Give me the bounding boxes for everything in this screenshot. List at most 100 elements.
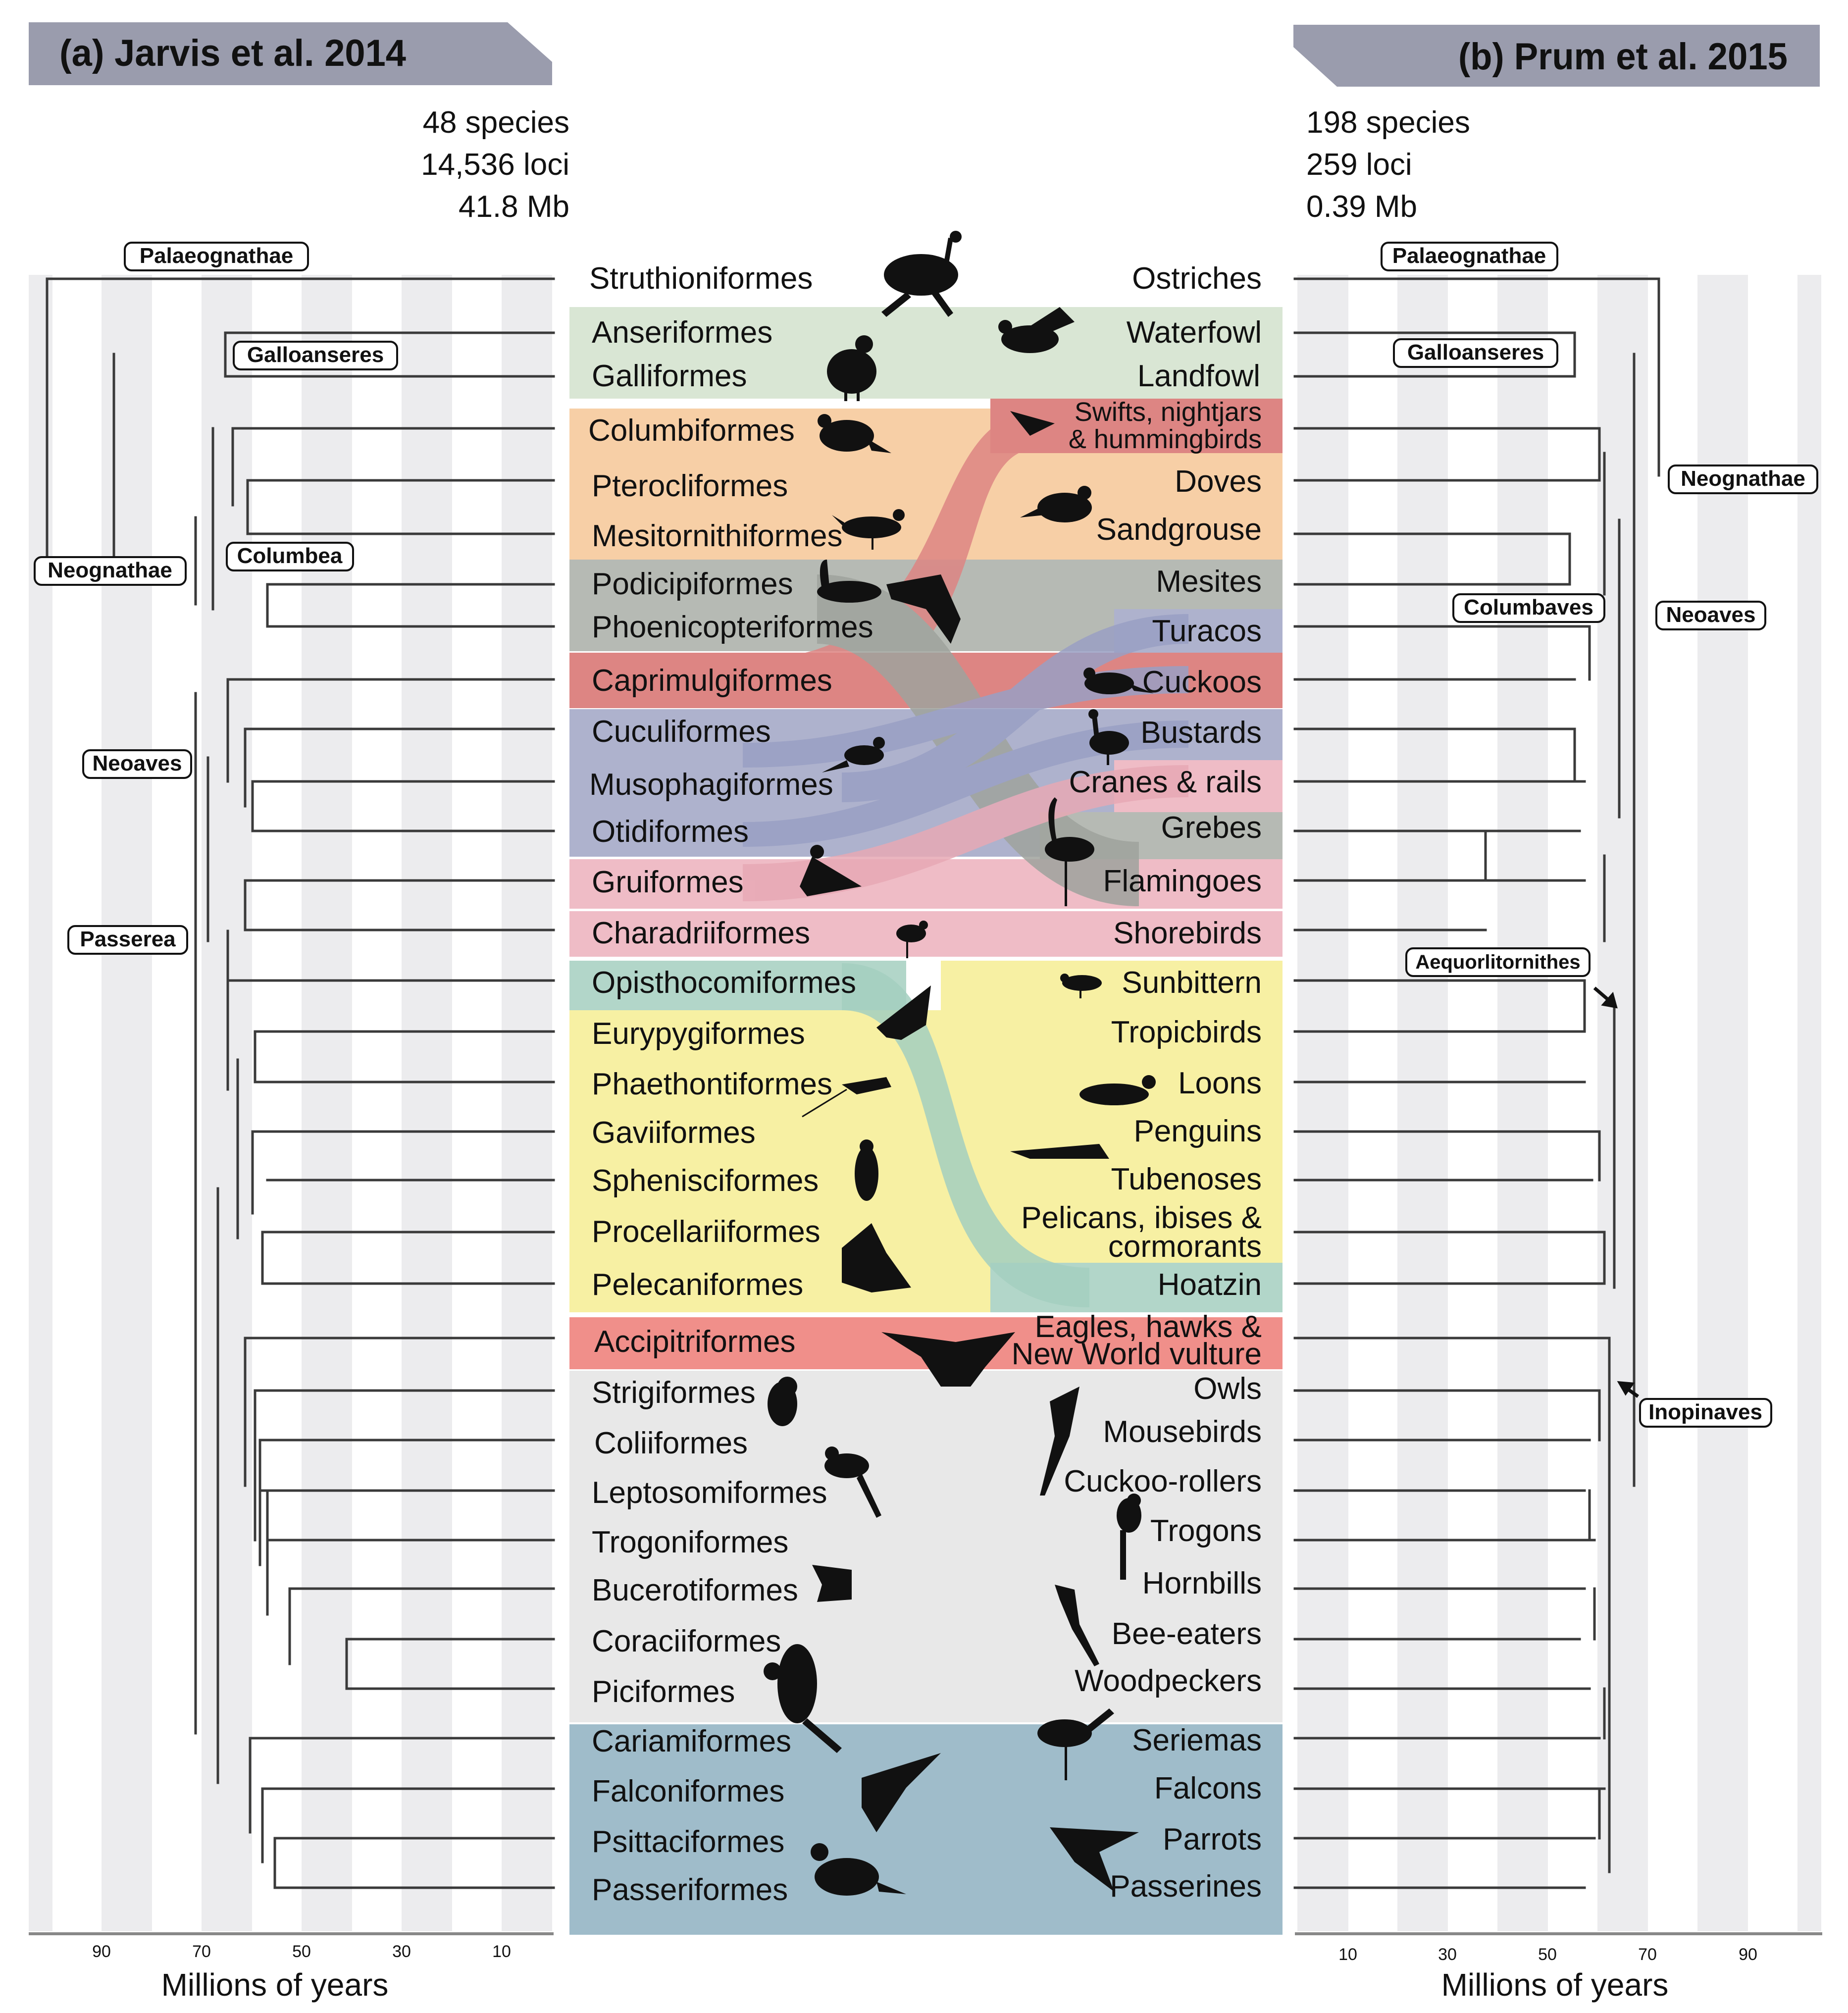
left-dataset-info: 48 species 14,536 loci 41.8 Mb [421, 105, 569, 224]
band-shorebirds [569, 911, 1283, 957]
common-name-label: Grebes [1161, 811, 1262, 845]
left-axis: 90 70 50 30 10 Millions of years [29, 1932, 554, 2003]
right-title-banner: (b) Prum et al. 2015 [1293, 25, 1820, 87]
cuckoo-icon [1083, 668, 1154, 694]
left-clade-labels: Palaeognathae Galloanseres Neognathae Co… [34, 242, 398, 955]
axis-tick-label: 90 [1739, 1945, 1757, 1964]
common-names: Ostriches Waterfowl Landfowl Swifts, nig… [1012, 261, 1262, 1904]
common-name-label: Loons [1178, 1066, 1262, 1100]
loon-icon [1079, 1075, 1156, 1105]
order-label: Psittaciformes [592, 1825, 784, 1859]
common-name-label: Pelicans, ibises & [1021, 1201, 1262, 1235]
axis-tick-label: 70 [192, 1942, 211, 1961]
ribbon-connectors [743, 411, 1188, 1307]
clade-label-galloanseres: Galloanseres [233, 341, 398, 370]
common-name-label: Cuckoos [1142, 665, 1262, 699]
ribbon-bustards [743, 721, 1188, 847]
cuckoo-roller-icon [824, 1446, 881, 1518]
order-label: Cuculiformes [592, 715, 771, 749]
common-name-label: Flamingoes [1103, 864, 1262, 898]
common-name-label: Landfowl [1137, 359, 1260, 393]
axis-tick-label: 50 [1538, 1945, 1557, 1964]
ribbon-swifts [753, 411, 1040, 706]
axis-tick-label: 10 [1338, 1945, 1357, 1964]
order-label: Charadriiformes [592, 916, 810, 950]
right-panel-title: (b) Prum et al. 2015 [1458, 36, 1788, 78]
bird-silhouettes [764, 231, 1156, 1896]
order-label: Strigiformes [592, 1376, 756, 1410]
order-label: Eurypygiformes [592, 1017, 805, 1051]
order-label: Accipitriformes [594, 1325, 796, 1359]
order-label: Anseriformes [592, 315, 772, 350]
common-name-label: Hoatzin [1158, 1268, 1262, 1302]
seriema-icon [1037, 1708, 1114, 1780]
order-label: Podicipiformes [592, 567, 793, 601]
right-loci-count: 259 loci [1306, 148, 1412, 182]
axis-tick-label: 30 [392, 1942, 411, 1961]
common-name-label: Sandgrouse [1096, 513, 1262, 547]
tropicbird-icon [802, 1077, 891, 1118]
parrot-icon [1050, 1827, 1139, 1892]
svg-text:Inopinaves: Inopinaves [1648, 1400, 1762, 1424]
clade-label-neognathae: Neognathae [34, 556, 187, 586]
order-label: Piciformes [592, 1675, 735, 1709]
common-name-label: Woodpeckers [1075, 1664, 1262, 1698]
pelican-icon [842, 1223, 911, 1292]
flamingo-icon [1045, 797, 1094, 906]
order-label: Sphenisciformes [592, 1164, 819, 1198]
band-yellow-right-top [941, 961, 1283, 1010]
right-axis: 10 30 50 70 90 Millions of years [1295, 1932, 1822, 2003]
common-name-label: Seriemas [1132, 1723, 1262, 1757]
common-name-label: Passerines [1110, 1869, 1262, 1904]
hoatzin-icon [876, 985, 931, 1040]
right-clade-labels: Palaeognathae Galloanseres Neognathae Co… [1381, 242, 1818, 1428]
right-phylogenetic-tree [1293, 277, 1660, 1889]
crane-icon [800, 845, 862, 896]
left-species-count: 48 species [423, 105, 569, 140]
band-galloanseres [569, 307, 1283, 399]
mousebird-icon [1040, 1387, 1079, 1496]
right-axis-title: Millions of years [1441, 1967, 1669, 2003]
order-label: Opisthocomiformes [592, 966, 856, 1000]
order-label: Otidiformes [592, 815, 749, 849]
penguin-icon [855, 1139, 878, 1201]
axis-tick-label: 50 [292, 1942, 311, 1961]
common-name-label: Hornbills [1142, 1566, 1262, 1600]
left-loci-count: 14,536 loci [421, 148, 569, 182]
order-label: Gruiformes [592, 865, 744, 899]
crow-icon [811, 1843, 906, 1896]
svg-text:Galloanseres: Galloanseres [247, 343, 384, 367]
order-label: Cariamiformes [592, 1724, 791, 1758]
order-label: Coliiformes [594, 1426, 748, 1460]
svg-text:Galloanseres: Galloanseres [1407, 340, 1544, 364]
common-name-label: Doves [1175, 465, 1262, 499]
sunbittern-icon [1060, 974, 1102, 998]
bee-eater-icon [1055, 1585, 1099, 1666]
order-label: Falconiformes [592, 1774, 784, 1808]
order-names: Struthioniformes Anseriformes Galliforme… [588, 261, 873, 1907]
clade-label-neognathae-right: Neognathae [1668, 465, 1818, 494]
common-name-label: Swifts, nightjars [1075, 397, 1262, 427]
ribbon-cuckoos [743, 666, 1188, 768]
order-label: Phaethontiformes [592, 1067, 832, 1101]
common-name-label: Tropicbirds [1111, 1015, 1262, 1049]
common-name-label: Trogons [1150, 1514, 1262, 1548]
common-name-label: cormorants [1108, 1230, 1262, 1264]
falcon-icon [862, 1753, 941, 1832]
right-species-count: 198 species [1306, 105, 1470, 140]
order-label: Phoenicopteriformes [592, 610, 873, 644]
common-name-label: & hummingbirds [1069, 424, 1262, 454]
order-label: Pelecaniformes [592, 1268, 803, 1302]
trogon-icon [1117, 1494, 1141, 1580]
svg-text:Palaeognathae: Palaeognathae [1392, 244, 1546, 268]
order-label: Passeriformes [592, 1873, 788, 1907]
clade-label-inopinaves: Inopinaves [1639, 1398, 1772, 1428]
common-name-label: Cuckoo-rollers [1064, 1464, 1262, 1498]
dove-icon [818, 414, 891, 453]
chicken-icon [827, 335, 876, 401]
common-name-label: Bee-eaters [1112, 1617, 1262, 1651]
clade-label-palaeognathae-right: Palaeognathae [1381, 242, 1558, 271]
shorebird-icon [896, 921, 928, 958]
ribbon-hoatzin [842, 963, 1089, 1307]
